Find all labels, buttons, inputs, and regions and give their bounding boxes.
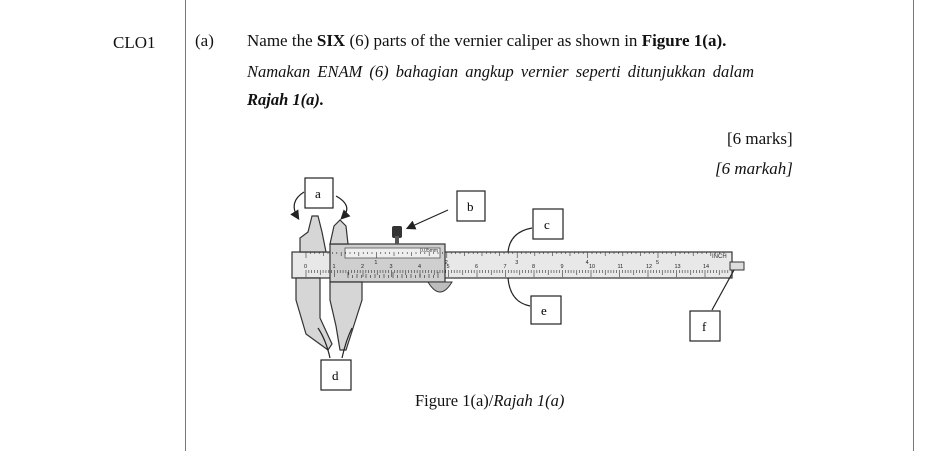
question-text-malay-line1: Namakan ENAM (6) bahagian angkup vernier… (247, 62, 755, 81)
thumb-screw (427, 281, 453, 293)
inch-scale-number: 5 (656, 260, 659, 266)
pointer-f (711, 269, 735, 311)
vernier-scale-ticks (347, 272, 439, 278)
fixed-inner-jaw (299, 215, 327, 253)
vernier-window (344, 247, 441, 259)
arrows-d (317, 327, 353, 359)
main-scale-number: 11 (618, 264, 624, 270)
inch-scale-numbers: 1 2 3 4 5 (374, 260, 659, 266)
movable-inner-jaw (329, 219, 349, 245)
label-box-b (456, 190, 486, 222)
arrow-b (405, 209, 449, 230)
bracket-e (507, 277, 531, 307)
question-text-malay-line2: Rajah 1(a). (247, 90, 325, 109)
clo-label: CLO1 (113, 33, 156, 52)
left-margin-line (185, 0, 186, 451)
inch-scale-number: 1 (374, 260, 377, 266)
arrow-a-left (290, 191, 305, 221)
clamp-screw-stem (395, 236, 399, 244)
main-scale-number: 9 (561, 264, 564, 270)
question-part-label: (a) (195, 31, 214, 50)
main-scale-number: 2 (361, 264, 364, 270)
label-c: c (544, 217, 550, 232)
clamp-screw (392, 226, 402, 238)
main-scale-number: 12 (646, 264, 652, 270)
figure-caption: Figure 1(a)/Rajah 1(a) (415, 391, 564, 411)
main-scale-number: 0 (304, 264, 307, 270)
question-text-middle: (6) parts of the vernier caliper as show… (345, 31, 642, 50)
label-f: f (702, 319, 707, 334)
inch-scale-number: 2 (445, 260, 448, 266)
movable-outer-jaw (329, 281, 363, 351)
main-scale-number: 8 (532, 264, 535, 270)
label-box-c (532, 208, 564, 240)
bracket-c (507, 227, 533, 253)
caption-malay: Rajah 1(a) (493, 391, 565, 410)
label-box-d (320, 359, 352, 391)
question-text-english: Name the SIX (6) parts of the vernier ca… (247, 31, 726, 51)
label-e: e (541, 303, 547, 318)
main-scale-number: 14 (703, 264, 709, 270)
main-scale-number: 7 (504, 264, 507, 270)
main-scale-number: 1 (333, 264, 336, 270)
marks-english: [6 marks] (727, 129, 793, 148)
inch-label: INCH (712, 254, 727, 260)
depth-rod (729, 261, 745, 271)
caption-english: Figure 1(a)/ (415, 391, 494, 410)
main-scale-number: 6 (475, 264, 478, 270)
marks-malay: [6 markah] (715, 159, 793, 178)
label-b: b (467, 199, 474, 214)
right-margin-line (913, 0, 914, 451)
arrow-a-right (335, 195, 351, 220)
main-scale-number: 3 (390, 264, 393, 270)
main-scale-number: 5 (447, 264, 450, 270)
inch-scale-number: 3 (515, 260, 518, 266)
main-scale-number: 10 (589, 264, 595, 270)
main-scale-number: 4 (418, 264, 421, 270)
label-box-a (304, 177, 334, 209)
main-scale-number: 13 (675, 264, 681, 270)
question-text-prefix: Name the (247, 31, 317, 50)
label-box-f (689, 310, 721, 342)
label-d: d (332, 368, 339, 383)
question-text-bold-six: SIX (316, 31, 346, 50)
inch-scale-number: 4 (586, 260, 589, 266)
vernier-reading-label: 0.05mm (420, 248, 438, 254)
label-a: a (315, 186, 321, 201)
fixed-outer-jaw (295, 277, 333, 351)
label-box-e (530, 295, 562, 325)
question-text-bold-figure: Figure 1(a). (641, 31, 727, 50)
main-scale-ticks (305, 252, 729, 277)
